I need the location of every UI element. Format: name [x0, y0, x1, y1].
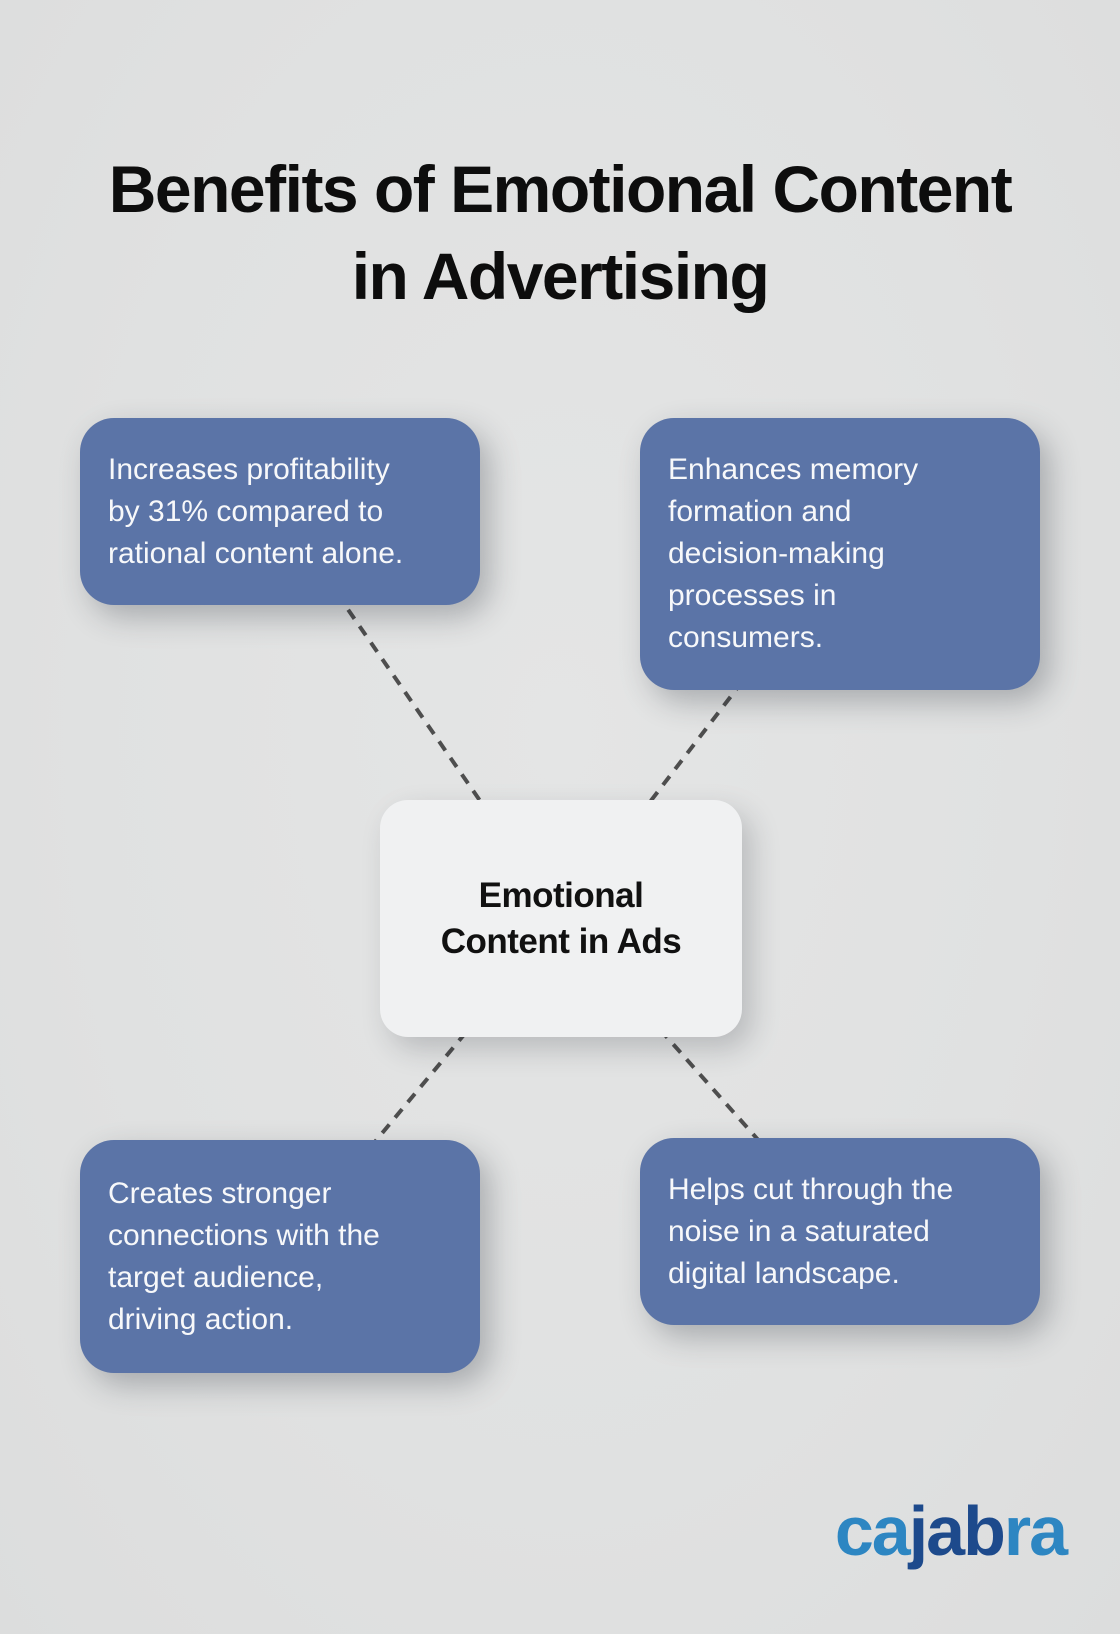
logo-segment-ra: ra	[1003, 1492, 1068, 1570]
center-node-label: Emotional Content in Ads	[440, 875, 682, 961]
logo-segment-jab: jab	[908, 1492, 1006, 1570]
logo-segment-ca: ca	[834, 1492, 911, 1570]
benefit-box-bottom-left: Creates stronger connections with the ta…	[80, 1140, 480, 1373]
benefit-text-top-left: Increases profitability by 31% compared …	[108, 452, 404, 570]
benefit-text-top-right: Enhances memory formation and decision-m…	[668, 453, 919, 654]
benefit-box-top-left: Increases profitability by 31% compared …	[80, 418, 480, 605]
cajabra-logo: cajabra	[835, 1496, 1068, 1566]
benefit-box-top-right: Enhances memory formation and decision-m…	[640, 418, 1040, 690]
benefit-text-bottom-left: Creates stronger connections with the ta…	[108, 1176, 380, 1336]
page-title: Benefits of Emotional Content in Adverti…	[108, 152, 1013, 314]
center-node: Emotional Content in Ads	[380, 800, 742, 1037]
benefit-box-bottom-right: Helps cut through the noise in a saturat…	[640, 1138, 1040, 1325]
benefit-text-bottom-right: Helps cut through the noise in a saturat…	[668, 1172, 954, 1290]
